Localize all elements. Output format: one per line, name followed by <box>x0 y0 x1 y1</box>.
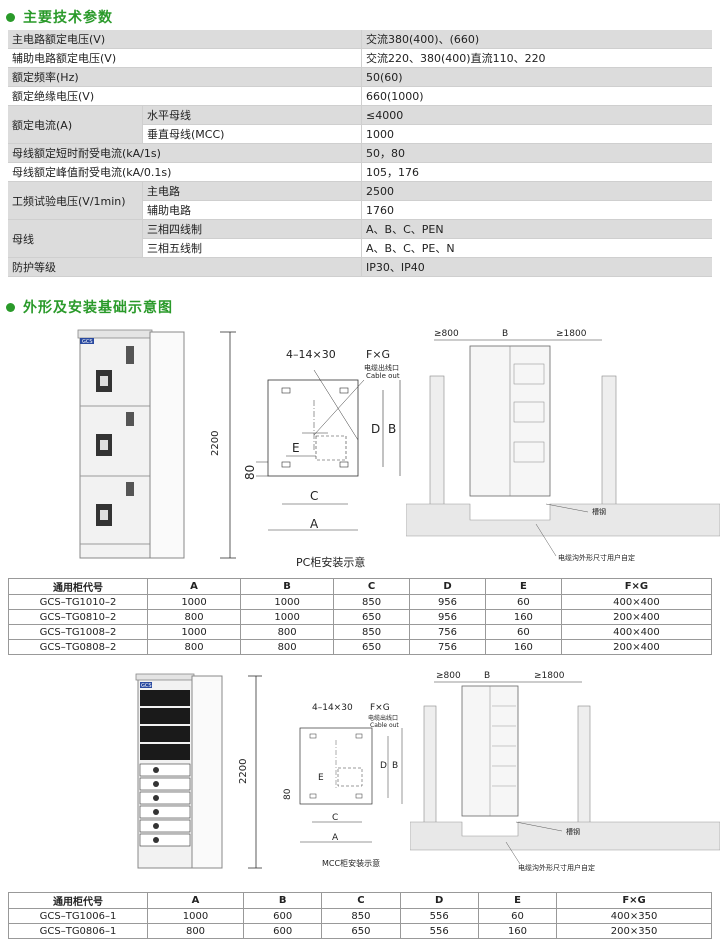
mcc-cabinet-front-view: GCS 2200 <box>135 673 262 869</box>
svg-text:PC柜安装示意: PC柜安装示意 <box>296 555 365 569</box>
spec-table: 主电路额定电压(V) 交流380(400)、(660) 辅助电路额定电压(V) … <box>8 30 712 277</box>
svg-text:B: B <box>388 422 396 436</box>
section-title-specs: 主要技术参数 <box>6 6 113 28</box>
svg-text:≥1800: ≥1800 <box>534 671 565 681</box>
svg-text:电缆沟外形尺寸用户自定: 电缆沟外形尺寸用户自定 <box>518 863 595 872</box>
svg-text:电缆出线口: 电缆出线口 <box>368 714 398 722</box>
svg-text:B: B <box>502 329 508 339</box>
table-header-row: 通用柜代号 A B C D E F×G <box>8 892 712 909</box>
table-row: 额定电流(A) 水平母线 ≤4000 <box>8 105 712 144</box>
breaker-panel <box>96 482 134 526</box>
drawer-unit <box>139 763 191 777</box>
svg-text:E: E <box>292 441 300 455</box>
svg-text:A: A <box>310 517 319 531</box>
bullet-icon <box>6 302 15 312</box>
svg-text:A: A <box>332 833 339 843</box>
svg-text:80: 80 <box>283 788 293 800</box>
svg-text:槽钢: 槽钢 <box>592 507 606 516</box>
bullet-icon <box>6 12 15 22</box>
table-row: 主电路额定电压(V) 交流380(400)、(660) <box>8 30 712 49</box>
breaker-panel <box>96 346 134 392</box>
table-row: 额定绝缘电压(V) 660(1000) <box>8 86 712 106</box>
svg-text:B: B <box>484 671 490 681</box>
breaker-panel <box>96 412 134 456</box>
svg-text:≥800: ≥800 <box>434 329 459 339</box>
svg-text:80: 80 <box>243 465 257 480</box>
svg-text:C: C <box>332 813 338 823</box>
svg-text:F×G: F×G <box>370 703 390 713</box>
svg-text:Cable out: Cable out <box>370 722 399 729</box>
mcc-foundation-plan: 4–14×30 F×G 电缆出线口 Cable out E D B 80 C A… <box>283 703 403 868</box>
drawer-unit <box>139 777 191 791</box>
table-row: 辅助电路 1760 <box>8 200 712 220</box>
table-row: 工频试验电压(V/1min) 主电路 2500 <box>8 181 712 220</box>
pc-cabinet-front-view: GCS 2200 <box>77 329 236 559</box>
svg-text:4–14×30: 4–14×30 <box>312 703 353 713</box>
table-row: 防护等级 IP30、IP40 <box>8 257 712 277</box>
svg-text:D: D <box>371 422 380 436</box>
drawer-unit <box>139 791 191 805</box>
drawer-unit <box>140 744 190 760</box>
table-row: 三相五线制 A、B、C、PE、N <box>8 238 712 258</box>
pc-side-section: ≥800 B ≥1800 槽钢 电缆沟外形尺寸用户自定 <box>406 329 720 562</box>
drawer-unit <box>140 726 190 742</box>
drawer-unit <box>139 833 191 847</box>
table-row: 母线 三相四线制 A、B、C、PEN <box>8 219 712 258</box>
drawer-unit <box>139 819 191 833</box>
pc-foundation-plan: 4–14×30 F×G 电缆出线口 Cable out E D B 80 C A… <box>243 348 401 569</box>
svg-text:4–14×30: 4–14×30 <box>286 348 336 361</box>
svg-text:2200: 2200 <box>238 759 249 784</box>
svg-text:电缆出线口: 电缆出线口 <box>364 363 399 372</box>
svg-text:D: D <box>380 761 387 771</box>
svg-text:B: B <box>392 761 398 771</box>
svg-text:≥1800: ≥1800 <box>556 329 587 339</box>
svg-text:2200: 2200 <box>210 431 221 456</box>
drawer-unit <box>140 708 190 724</box>
svg-text:E: E <box>318 773 324 783</box>
svg-text:F×G: F×G <box>366 348 390 361</box>
svg-text:GCS: GCS <box>141 683 152 689</box>
drawer-unit <box>140 690 190 706</box>
table-row: 母线额定峰值耐受电流(kA/0.1s) 105，176 <box>8 162 712 182</box>
svg-text:GCS: GCS <box>82 339 93 345</box>
svg-text:C: C <box>310 489 318 503</box>
table-row: 额定频率(Hz) 50(60) <box>8 67 712 87</box>
svg-text:电缆沟外形尺寸用户自定: 电缆沟外形尺寸用户自定 <box>558 553 635 562</box>
mcc-side-section: ≥800 B ≥1800 槽钢 电缆沟外形尺寸用户自定 <box>410 671 720 872</box>
table-row: 辅助电路额定电压(V) 交流220、380(400)直流110、220 <box>8 48 712 68</box>
svg-text:≥800: ≥800 <box>436 671 461 681</box>
table-row: 母线额定短时耐受电流(kA/1s) 50，80 <box>8 143 712 163</box>
drawer-unit <box>139 805 191 819</box>
svg-text:Cable out: Cable out <box>366 372 400 380</box>
svg-text:槽钢: 槽钢 <box>566 827 580 836</box>
table-row: 垂直母线(MCC) 1000 <box>8 124 712 144</box>
table-header-row: 通用柜代号 A B C D E F×G <box>8 578 713 595</box>
svg-text:MCC柜安装示意: MCC柜安装示意 <box>322 858 380 868</box>
section-title-install: 外形及安装基础示意图 <box>6 296 173 318</box>
